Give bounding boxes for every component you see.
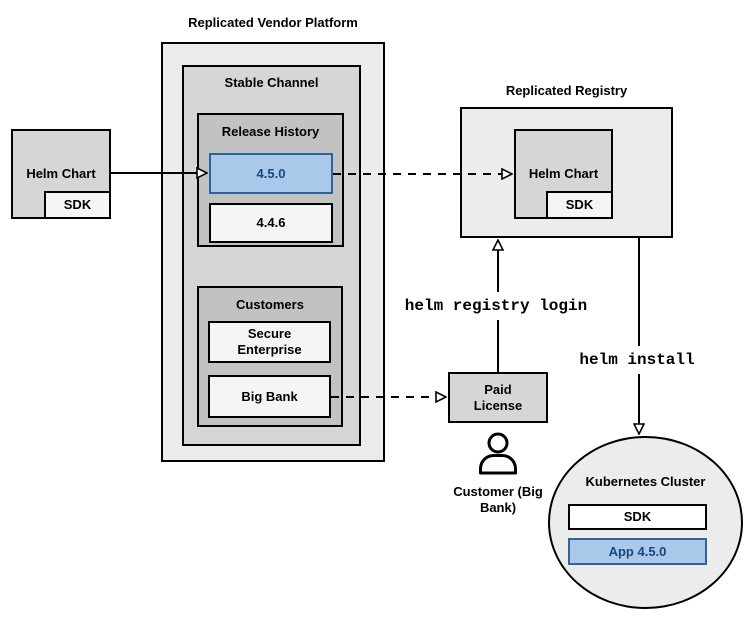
- paid-license-label: Paid License: [473, 381, 523, 413]
- helm-install-command: helm install: [557, 346, 717, 374]
- customers-title: Customers: [236, 297, 304, 312]
- helm-registry-login-command: helm registry login: [396, 292, 596, 320]
- paid-license-box: Paid License: [448, 372, 548, 423]
- stable-channel-title: Stable Channel: [224, 75, 319, 90]
- vendor-platform-title: Replicated Vendor Platform: [188, 15, 358, 30]
- release-history-title: Release History: [221, 124, 320, 139]
- customer-box-big-bank: Big Bank: [208, 375, 331, 418]
- cluster-title: Kubernetes Cluster: [585, 474, 706, 489]
- secure-enterprise-label: Secure Enterprise: [237, 326, 302, 357]
- release-box-4-4-6: 4.4.6: [209, 203, 333, 243]
- cluster-app-box: App 4.5.0: [568, 538, 707, 565]
- person-icon: [479, 432, 517, 475]
- release-box-4-5-0: 4.5.0: [209, 153, 333, 194]
- cluster-sdk-box: SDK: [568, 504, 707, 530]
- customer-box-secure-enterprise: Secure Enterprise: [208, 321, 331, 363]
- source-sdk-box: SDK: [44, 191, 111, 219]
- registry-title: Replicated Registry: [505, 83, 628, 98]
- registry-sdk-box: SDK: [546, 191, 613, 219]
- customer-actor-label: Customer (Big Bank): [453, 484, 543, 515]
